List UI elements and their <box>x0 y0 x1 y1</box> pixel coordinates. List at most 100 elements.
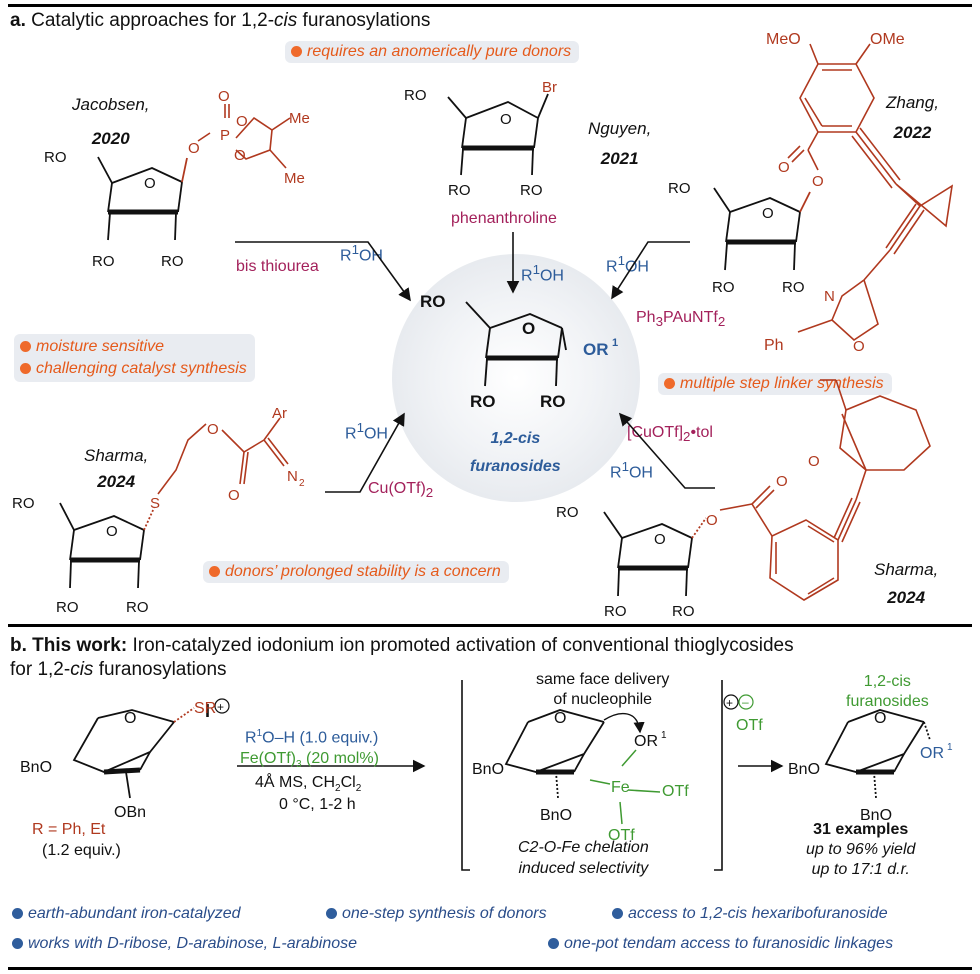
svg-text:+: + <box>217 700 224 714</box>
svg-text:OTf: OTf <box>662 783 689 800</box>
author-jacobsen: Jacobsen,2020 <box>72 95 150 148</box>
author-sharma-left: Sharma,2024 <box>84 446 149 491</box>
svg-text:RO: RO <box>420 292 446 311</box>
svg-text:O: O <box>234 147 246 164</box>
svg-text:O: O <box>762 205 774 222</box>
r1oh-label-1: R1OH <box>340 242 383 265</box>
catalyst-copper: Cu(OTf)2 <box>368 480 434 501</box>
svg-text:SR: SR <box>194 700 216 717</box>
svg-text:BnO: BnO <box>860 807 892 824</box>
svg-text:RO: RO <box>668 180 691 197</box>
svg-text:O: O <box>218 88 230 105</box>
svg-text:BnO: BnO <box>788 761 820 778</box>
final-product-furanose <box>824 709 931 799</box>
sharma-right-linker <box>719 379 931 601</box>
svg-text:O: O <box>236 113 248 130</box>
ro-label: RO <box>44 149 67 166</box>
r1oh-label-3: R1OH <box>606 253 649 276</box>
r1oh-label-2: R1OH <box>521 262 564 285</box>
svg-text:O: O <box>228 487 240 504</box>
panel-b-structures: I + O SR BnO OBn O BnO BnO OR 1 Fe OTf O <box>20 680 953 871</box>
note-jacobsen-issues: moisture sensitive challenging catalyst … <box>14 334 255 382</box>
feature-sugar-scope: works with D-ribose, D-arabinose, L-arab… <box>12 935 357 953</box>
svg-text:O: O <box>853 338 865 355</box>
svg-text:BnO: BnO <box>20 759 52 776</box>
svg-text:O: O <box>874 710 886 727</box>
svg-text:–: – <box>742 695 749 709</box>
svg-text:OR: OR <box>920 745 944 762</box>
svg-text:N: N <box>287 468 298 485</box>
sharma-left-furanose <box>59 502 155 589</box>
svg-text:RO: RO <box>604 603 627 620</box>
reagent-conditions: 4Å MS, CH2Cl2 <box>255 774 362 795</box>
phosphate-ring <box>197 104 291 169</box>
svg-text:1: 1 <box>612 337 618 349</box>
svg-text:O: O <box>522 319 535 338</box>
svg-text:BnO: BnO <box>472 761 504 778</box>
svg-text:RO: RO <box>126 599 149 616</box>
product-furanose <box>465 301 567 387</box>
svg-text:S: S <box>150 495 160 512</box>
svg-text:O: O <box>124 710 136 727</box>
note-anomeric-donors: requires an anomerically pure donors <box>285 41 580 63</box>
top-rule <box>8 4 972 7</box>
author-zhang: Zhang,2022 <box>886 93 939 142</box>
note-donor-stability: donors’ prolonged stability is a concern <box>203 561 509 583</box>
ts-furanose <box>504 709 605 799</box>
svg-text:RO: RO <box>56 599 79 616</box>
svg-text:N: N <box>824 288 835 305</box>
catalyst-copper-toluene: [CuOTf]2•tol <box>627 424 713 445</box>
r1oh-label-4: R1OH <box>345 420 388 443</box>
bottom-rule <box>8 967 972 970</box>
panel-a-structures: RO O RO RO O P O O O Me Me RO O Br RO RO… <box>12 31 954 620</box>
svg-text:O: O <box>554 710 566 727</box>
ts-brackets <box>461 680 723 871</box>
catalyst-bis-thiourea: bis thiourea <box>236 258 319 275</box>
feature-one-pot-linkages: one-pot tendam access to furanosidic lin… <box>548 935 893 953</box>
donor-furanose <box>72 707 195 799</box>
svg-text:O: O <box>812 173 824 190</box>
svg-text:MeO: MeO <box>766 31 801 48</box>
svg-text:1: 1 <box>947 742 953 753</box>
svg-text:RO: RO <box>556 504 579 521</box>
svg-text:RO: RO <box>404 87 427 104</box>
reagent-iron-catalyst: Fe(OTf)3 (20 mol%) <box>240 750 379 771</box>
svg-text:Fe: Fe <box>611 779 630 796</box>
svg-text:O: O <box>188 140 200 157</box>
svg-text:O: O <box>706 512 718 529</box>
svg-text:RO: RO <box>470 392 496 411</box>
svg-text:OR: OR <box>634 733 658 750</box>
zhang-linker <box>787 43 954 342</box>
svg-text:OR: OR <box>583 340 609 359</box>
svg-text:RO: RO <box>12 495 35 512</box>
reagent-alcohol: R1O–H (1.0 equiv.) <box>245 728 379 747</box>
panel-b-title: b. This work: Iron-catalyzed iodonium io… <box>10 635 794 680</box>
catalyst-gold: Ph3PAuNTf2 <box>636 309 726 330</box>
middle-rule <box>8 624 972 627</box>
svg-text:Ph: Ph <box>764 337 784 354</box>
donor-r-group: R = Ph, Et <box>32 821 106 838</box>
svg-text:OTf: OTf <box>608 827 635 844</box>
svg-text:2: 2 <box>299 478 305 489</box>
svg-text:O: O <box>144 175 156 192</box>
svg-text:+: + <box>726 696 733 710</box>
r1oh-label-5: R1OH <box>610 459 653 482</box>
svg-text:RO: RO <box>712 279 735 296</box>
donor-equivalents: (1.2 equiv.) <box>42 842 121 859</box>
reagent-temperature: 0 °C, 1-2 h <box>279 796 356 813</box>
svg-text:RO: RO <box>161 253 184 270</box>
nguyen-furanose <box>447 93 549 176</box>
svg-text:I: I <box>205 701 210 721</box>
svg-text:RO: RO <box>520 182 543 199</box>
svg-text:RO: RO <box>540 392 566 411</box>
svg-text:OBn: OBn <box>114 804 146 821</box>
svg-text:P: P <box>220 127 230 144</box>
svg-text:RO: RO <box>92 253 115 270</box>
svg-text:OMe: OMe <box>870 31 905 48</box>
svg-text:1: 1 <box>661 730 667 741</box>
product-scope: 31 examples up to 96% yield up to 17:1 d… <box>806 821 916 878</box>
svg-text:O: O <box>778 159 790 176</box>
